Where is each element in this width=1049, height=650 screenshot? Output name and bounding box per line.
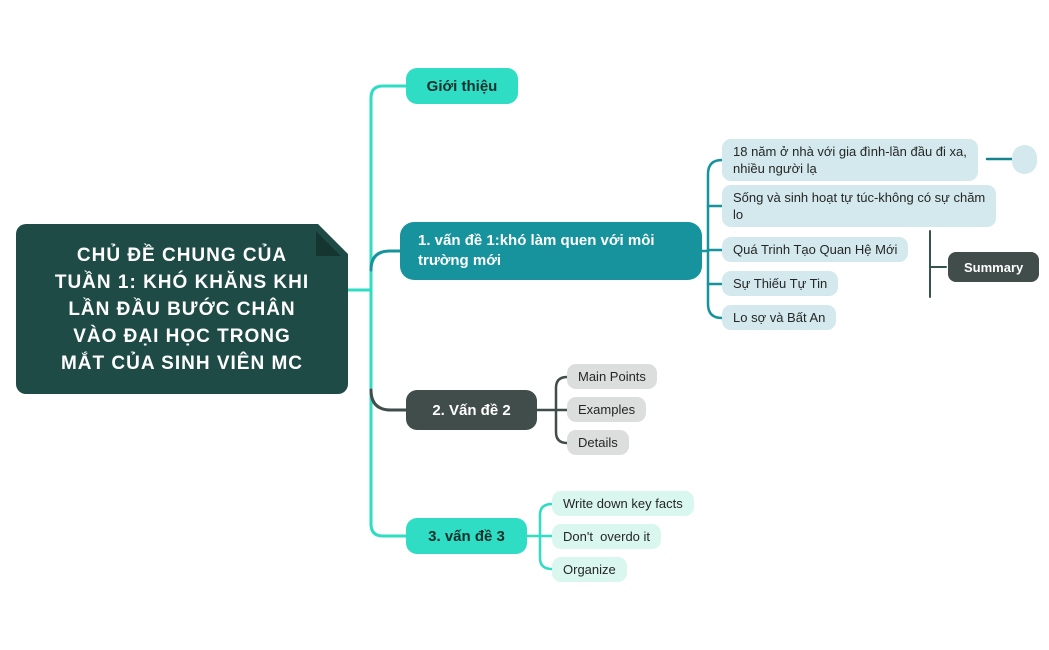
child-node-topic3-1[interactable]: Write down key facts	[552, 491, 694, 516]
branch-node-intro[interactable]: Giới thiệu	[406, 68, 518, 104]
child-node-topic1-1[interactable]: 18 năm ở nhà với gia đình-lần đầu đi xa,…	[722, 139, 978, 181]
branch-node-topic1[interactable]: 1. vấn đề 1:khó làm quen với môi trường …	[400, 222, 702, 280]
connector-topic1-bracket	[706, 158, 724, 320]
branch-node-topic3[interactable]: 3. vấn đề 3	[406, 518, 527, 554]
child-node-topic2-3[interactable]: Details	[567, 430, 629, 455]
connector-root-intro	[369, 84, 408, 292]
child-node-topic1-2[interactable]: Sống và sinh hoạt tự túc-không có sự chă…	[722, 185, 997, 227]
child-node-topic2-2[interactable]: Examples	[567, 397, 647, 422]
root-node-label: CHỦ ĐỀ CHUNG CỦA TUẦN 1: KHÓ KHĂNS KHI L…	[54, 244, 310, 374]
child-node-topic2-1[interactable]: Main Points	[567, 364, 657, 389]
child-node-topic1-5[interactable]: Lo sợ và Bất An	[722, 305, 837, 330]
summary-node[interactable]: Summary	[948, 252, 1040, 282]
connector-root-topic1	[369, 249, 402, 272]
child-node-topic3-2[interactable]: Don't overdo it	[552, 524, 662, 549]
child-node-topic1-4[interactable]: Sự Thiếu Tự Tin	[722, 271, 839, 296]
connector-root-topic2	[369, 388, 408, 412]
branch-node-topic2[interactable]: 2. Vấn đề 2	[406, 390, 537, 430]
root-node[interactable]: CHỦ ĐỀ CHUNG CỦA TUẦN 1: KHÓ KHĂNS KHI L…	[16, 224, 348, 394]
root-node-shape	[16, 224, 348, 394]
collapsed-node-pill[interactable]	[1012, 145, 1037, 174]
child-node-topic1-3[interactable]: Quá Trinh Tạo Quan Hệ Mới	[722, 237, 909, 262]
connector-root-topic3	[369, 288, 408, 538]
child-node-topic3-3[interactable]: Organize	[552, 557, 627, 582]
